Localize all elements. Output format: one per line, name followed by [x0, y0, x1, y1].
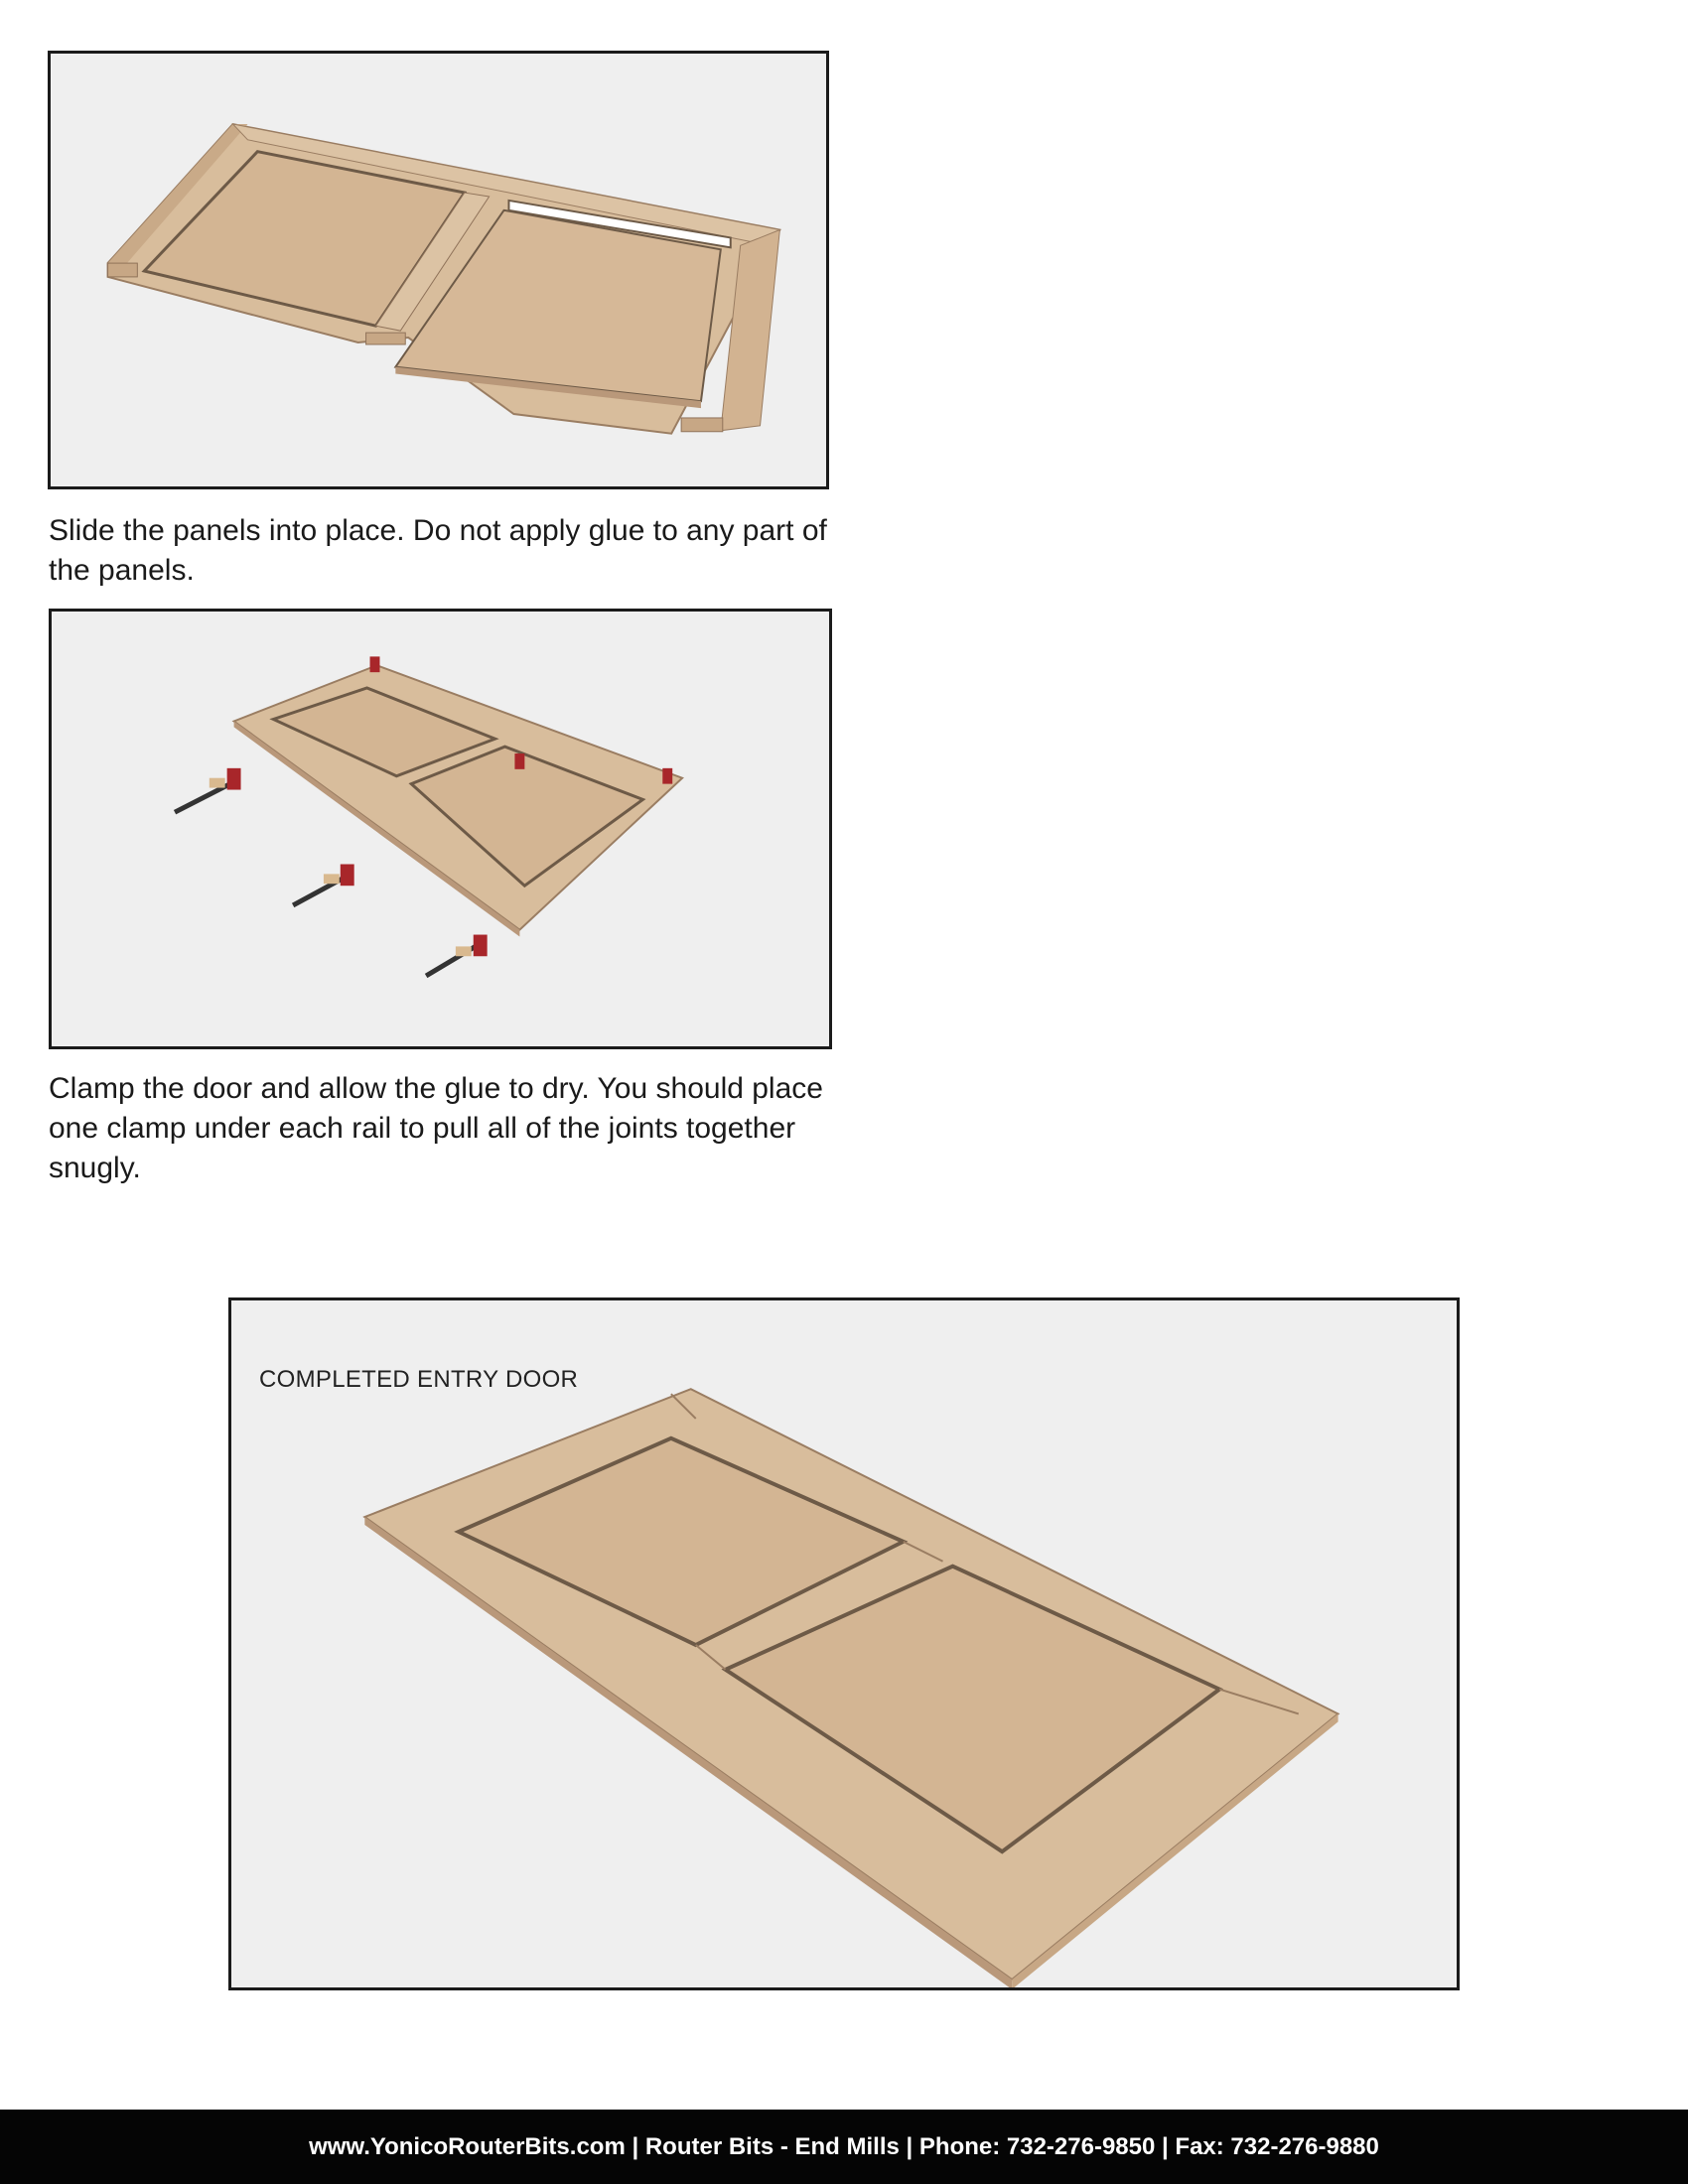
figure-label-completed-door: COMPLETED ENTRY DOOR: [259, 1366, 578, 1394]
clamp-3: [426, 935, 488, 976]
completed-entry-door-illustration: [231, 1300, 1457, 1987]
footer-contact-text: www.YonicoRouterBits.com | Router Bits -…: [309, 2133, 1379, 2161]
figure-clamped-door: [49, 609, 832, 1049]
figure-caption-slide-panels: Slide the panels into place. Do not appl…: [49, 511, 843, 591]
clamped-door-illustration: [52, 612, 829, 1046]
clamp-2: [293, 865, 354, 905]
figure-completed-door: COMPLETED ENTRY DOOR: [228, 1297, 1460, 1990]
door-frame-with-panels-sliding-in-illustration: [51, 54, 826, 486]
figure-panels-slide-in: [48, 51, 829, 489]
clamp-1: [175, 768, 240, 812]
figure-caption-clamp-door: Clamp the door and allow the glue to dry…: [49, 1069, 843, 1188]
footer-bar: www.YonicoRouterBits.com | Router Bits -…: [0, 2110, 1688, 2184]
